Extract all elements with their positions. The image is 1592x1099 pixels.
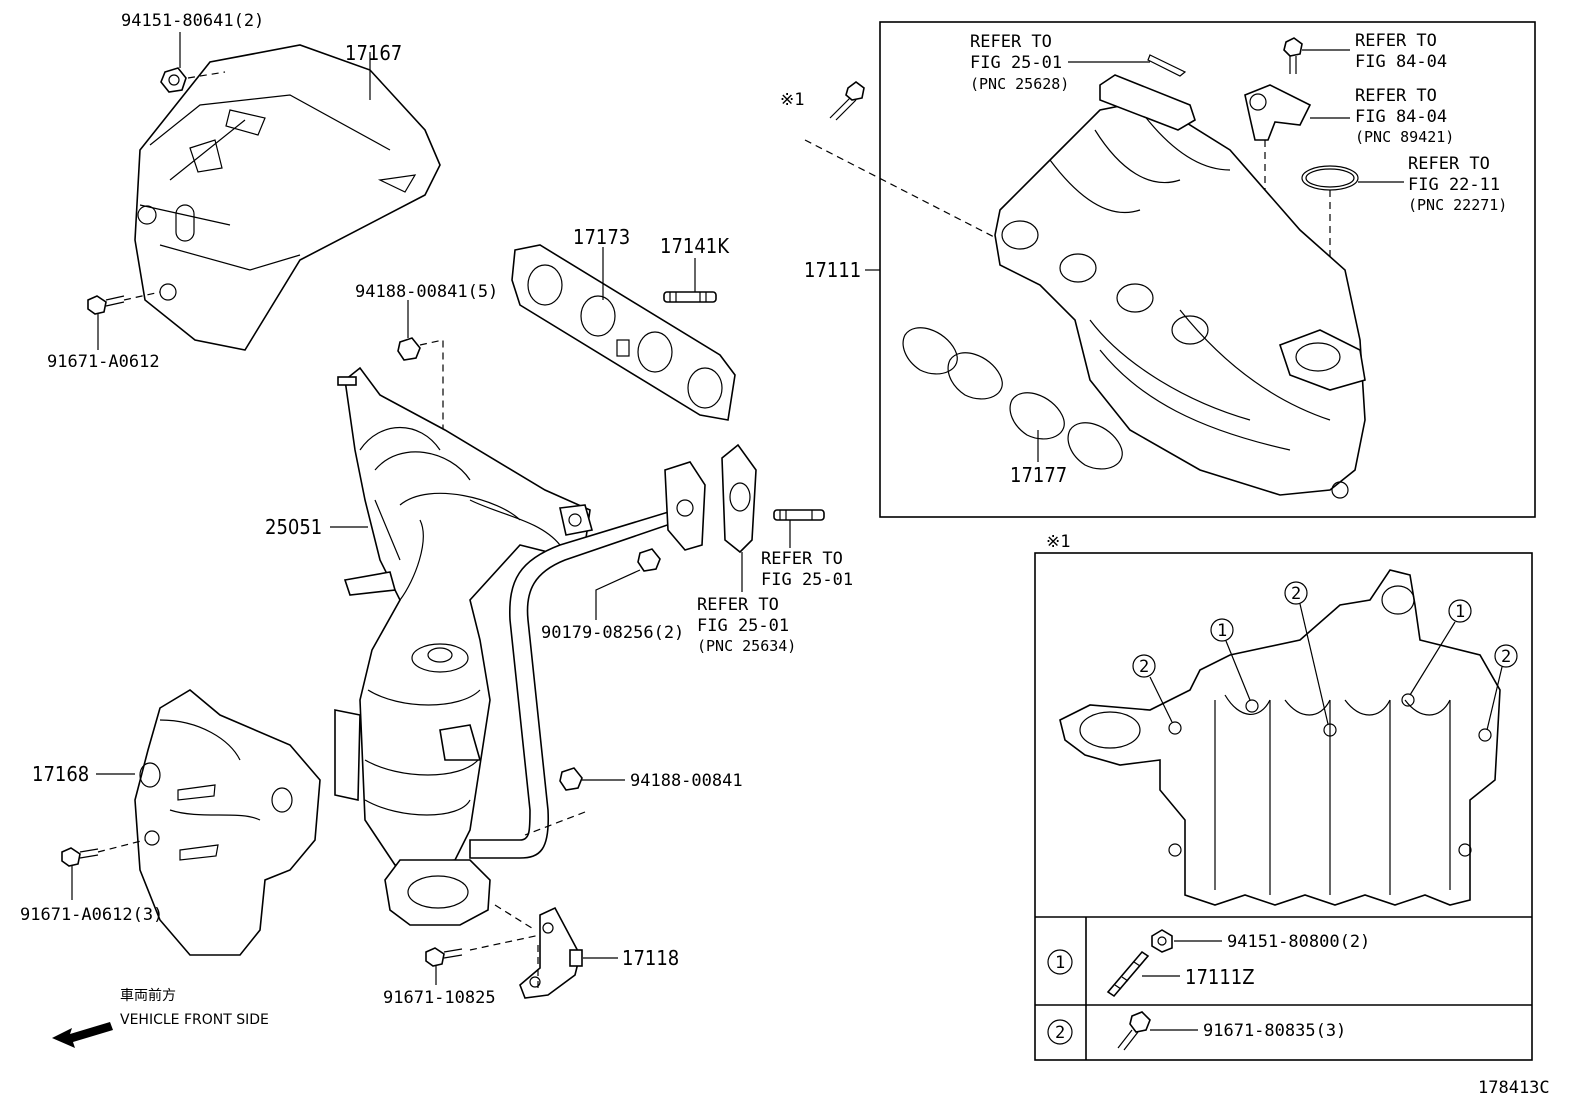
lower-insulator-bolt[interactable]	[61, 847, 99, 867]
ref-fig-25-01-top-line2: FIG 25-01	[970, 53, 1062, 73]
ref-fig-25-01-top-pnc: (PNC 25628)	[970, 75, 1069, 93]
svg-text:2: 2	[1055, 1023, 1065, 1043]
ref-fig-22-11-line2: FIG 22-11	[1408, 175, 1500, 195]
ref-fig-84-04-b-line1: REFER TO	[1355, 86, 1437, 106]
note-mark-1: ※1	[780, 90, 804, 110]
detail-box	[1034, 552, 1533, 1061]
stay-bolt[interactable]	[425, 947, 463, 967]
svg-text:1: 1	[1455, 602, 1465, 622]
callout-marker-1-a: 1	[1210, 618, 1251, 701]
svg-text:1: 1	[1217, 621, 1227, 641]
label-91671-A0612-3: 91671-A0612(3)	[20, 905, 163, 925]
label-90179-08256: 90179-08256(2)	[541, 623, 684, 643]
intake-gasket[interactable]	[902, 327, 1123, 470]
pipe-nut[interactable]	[637, 548, 661, 572]
svg-text:2: 2	[1139, 657, 1149, 677]
ring-gasket[interactable]	[1301, 165, 1359, 191]
ref-part-25628[interactable]	[1099, 54, 1196, 131]
label-17141K: 17141K	[660, 234, 730, 258]
label-94151-80800: 94151-80800(2)	[1227, 932, 1370, 952]
egr-pipe[interactable]	[469, 461, 706, 859]
legend-nut-icon	[1151, 929, 1173, 953]
callout-marker-2-b: 2	[1284, 581, 1329, 725]
stud-bolt[interactable]	[663, 291, 717, 303]
legend-bolt-icon	[1117, 1011, 1151, 1051]
pipe-stud[interactable]	[773, 509, 825, 521]
front-arrow-icon	[52, 1022, 113, 1048]
callout-marker-2-a: 2	[1132, 654, 1173, 723]
label-17111Z: 17111Z	[1185, 965, 1255, 989]
label-17118: 17118	[622, 946, 679, 970]
svg-text:2: 2	[1501, 647, 1511, 667]
lower-heat-insulator[interactable]	[134, 689, 321, 956]
label-91671-10825: 91671-10825	[383, 988, 496, 1008]
label-25051: 25051	[265, 515, 322, 539]
intake-manifold[interactable]	[994, 99, 1366, 499]
upper-insulator-nut[interactable]	[160, 67, 187, 93]
legend-marker-1: 1	[1047, 949, 1073, 975]
sensor-bolt[interactable]	[1283, 37, 1303, 74]
label-94188-00841-5: 94188-00841(5)	[355, 282, 498, 302]
front-label-jp: 車両前方	[120, 987, 176, 1004]
intake-sensor[interactable]	[1244, 84, 1312, 141]
stay-bracket[interactable]	[519, 906, 583, 999]
label-17168: 17168	[32, 762, 89, 786]
ref-fig-84-04-b-line2: FIG 84-04	[1355, 107, 1447, 127]
label-94151-80641: 94151-80641(2)	[121, 11, 264, 31]
label-17173: 17173	[573, 225, 630, 249]
ref-fig-25-01-low-pnc: (PNC 25634)	[697, 637, 796, 655]
svg-text:2: 2	[1291, 584, 1301, 604]
ref-fig-84-04-a-line2: FIG 84-04	[1355, 52, 1447, 72]
label-94188-00841: 94188-00841	[630, 771, 743, 791]
label-91671-A0612: 91671-A0612	[47, 352, 160, 372]
manifold-nut[interactable]	[397, 337, 421, 361]
figure-id: 178413C	[1478, 1078, 1550, 1098]
label-17167: 17167	[345, 41, 402, 65]
pipe-gasket[interactable]	[721, 443, 757, 554]
note-bolt[interactable]	[829, 81, 865, 121]
legend-stud-icon	[1106, 950, 1150, 998]
ref-fig-25-01-top-line1: REFER TO	[970, 32, 1052, 52]
detail-intake-manifold	[1059, 569, 1501, 906]
exhaust-manifold-converter[interactable]	[334, 366, 594, 926]
ref-fig-25-01-low-line2: FIG 25-01	[697, 616, 789, 636]
upper-heat-insulator[interactable]	[134, 44, 441, 351]
legend-marker-2: 2	[1047, 1019, 1073, 1045]
ref-fig-22-11-pnc: (PNC 22271)	[1408, 196, 1507, 214]
ref-fig-84-04-a-line1: REFER TO	[1355, 31, 1437, 51]
callout-marker-2-c: 2	[1486, 644, 1518, 731]
exhaust-manifold-gasket[interactable]	[511, 244, 736, 421]
ref-fig-25-01-mid-line1: REFER TO	[761, 549, 843, 569]
ref-fig-84-04-b-pnc: (PNC 89421)	[1355, 128, 1454, 146]
callout-marker-1-b: 1	[1409, 599, 1472, 696]
upper-insulator-bolt[interactable]	[87, 295, 125, 315]
label-17111: 17111	[804, 258, 861, 282]
label-91671-80835: 91671-80835(3)	[1203, 1021, 1346, 1041]
label-17177: 17177	[1010, 463, 1067, 487]
front-label-en: VEHICLE FRONT SIDE	[120, 1012, 269, 1028]
note-mark-1-detail: ※1	[1046, 532, 1070, 552]
ref-fig-25-01-mid-line2: FIG 25-01	[761, 570, 853, 590]
svg-text:1: 1	[1055, 953, 1065, 973]
ref-fig-22-11-line1: REFER TO	[1408, 154, 1490, 174]
ref-fig-25-01-low-line1: REFER TO	[697, 595, 779, 615]
stay-nut[interactable]	[559, 767, 583, 791]
